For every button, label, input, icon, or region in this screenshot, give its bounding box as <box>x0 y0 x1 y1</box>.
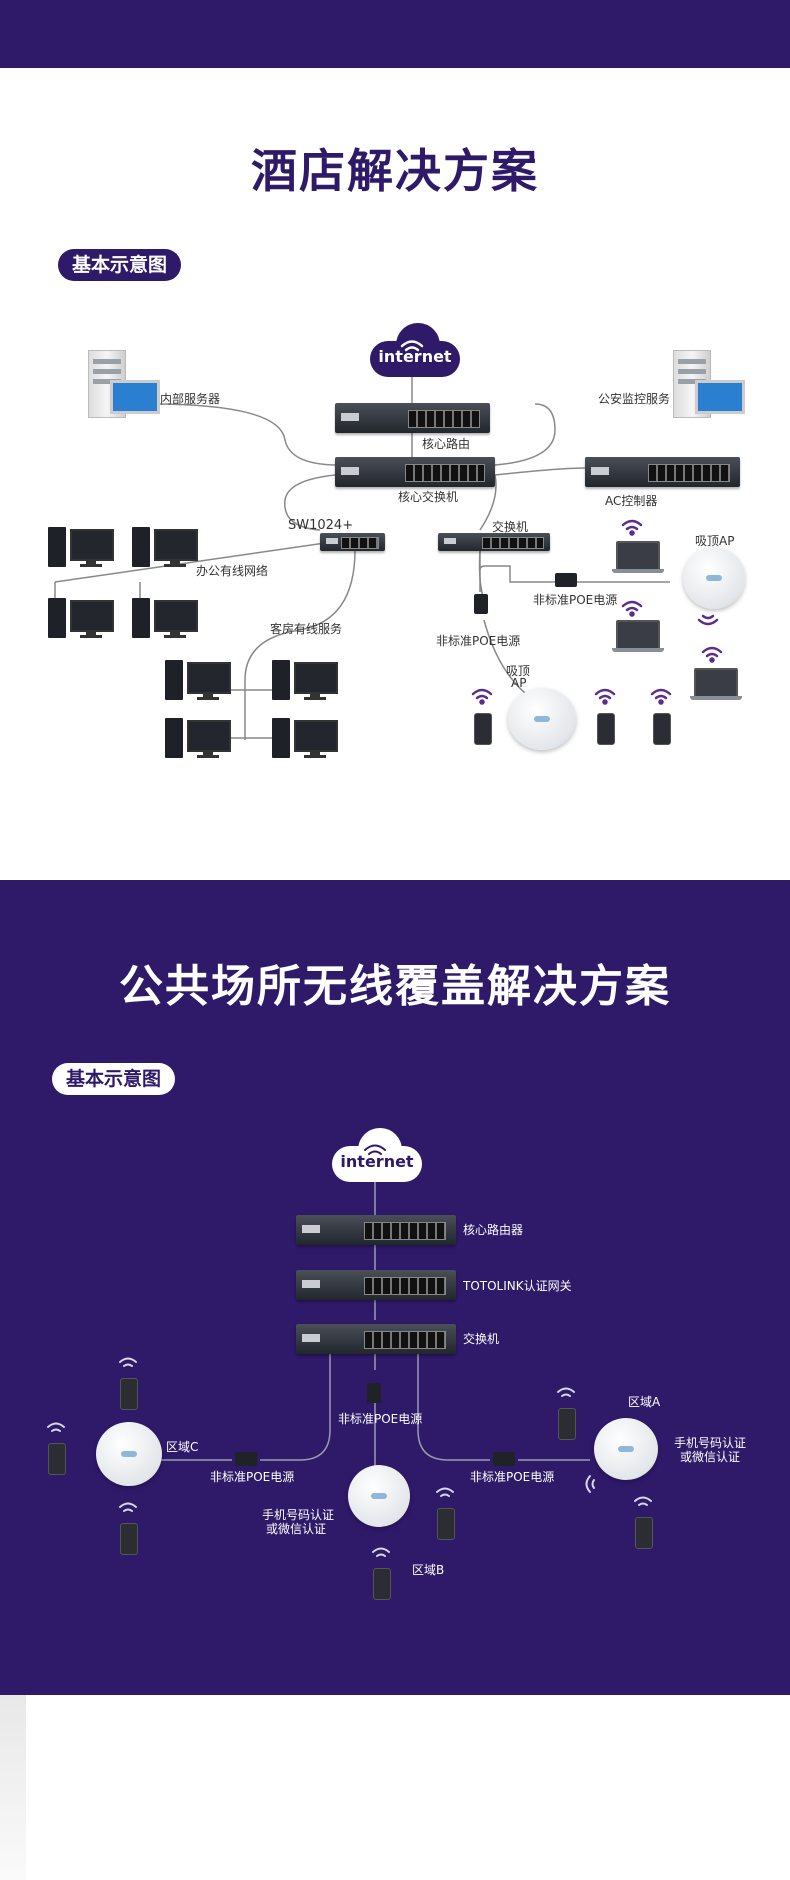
hotel-poe-left-label: 非标准POE电源 <box>436 634 521 648</box>
hotel-ceiling-ap-bottom <box>508 688 576 750</box>
public-poe-left-label: 非标准POE电源 <box>210 1470 295 1484</box>
public-phone <box>48 1443 66 1475</box>
public-ap-zone-b <box>348 1465 410 1527</box>
wifi-icon <box>701 646 723 663</box>
public-ap-zone-c <box>96 1422 162 1486</box>
hotel-switch-label: 交换机 <box>492 520 529 534</box>
public-core-router-device <box>296 1215 456 1245</box>
hotel-ceiling-ap-right-label: 吸顶AP <box>695 534 735 548</box>
public-zone-b-label: 区域B <box>412 1563 445 1577</box>
hotel-section-label: 基本示意图 <box>58 249 182 281</box>
wifi-icon <box>119 1357 137 1367</box>
hotel-ac-controller-device <box>585 457 740 487</box>
hotel-sw1024-label: SW1024+ <box>288 518 354 533</box>
public-poe-right-label: 非标准POE电源 <box>470 1470 555 1484</box>
wifi-icon <box>436 1487 454 1497</box>
public-core-router-label: 核心路由器 <box>463 1223 524 1237</box>
hotel-police-monitor-label: 公安监控服务 <box>598 392 671 406</box>
hotel-ac-controller-label: AC控制器 <box>605 494 658 508</box>
hotel-ceiling-ap-bottom-label1: 吸顶 <box>506 664 531 678</box>
public-poe-left-device <box>235 1452 257 1466</box>
hotel-poe-left-device <box>474 594 488 614</box>
bottom-edge-strip <box>0 1695 26 1880</box>
hotel-title: 酒店解决方案 <box>251 144 539 198</box>
public-section-label: 基本示意图 <box>52 1063 176 1095</box>
hotel-poe-right-label: 非标准POE电源 <box>533 593 618 607</box>
hotel-office-wired-label: 办公有线网络 <box>196 564 269 578</box>
wifi-icon <box>650 688 672 705</box>
public-phone <box>558 1408 576 1440</box>
hotel-core-switch-device <box>335 457 495 487</box>
wifi-icon <box>364 1144 386 1155</box>
public-auth-right-line1: 手机号码认证 <box>674 1436 747 1450</box>
hotel-wifi-icons <box>400 340 723 705</box>
public-switch-device <box>296 1324 456 1354</box>
top-band <box>0 0 790 68</box>
wifi-icon <box>621 600 643 617</box>
wifi-icon <box>557 1387 575 1397</box>
public-auth-center-line2: 或微信认证 <box>266 1522 327 1536</box>
hotel-ceiling-ap-right <box>683 547 745 609</box>
public-gateway-device <box>296 1270 456 1300</box>
public-zone-a-label: 区域A <box>628 1395 661 1409</box>
wifi-icon <box>400 340 424 352</box>
wifi-icon <box>372 1547 390 1557</box>
hotel-phone <box>597 713 615 745</box>
public-phone <box>635 1517 653 1549</box>
public-ap-zone-a <box>594 1418 658 1480</box>
hotel-phone <box>474 713 492 745</box>
public-phone <box>437 1508 455 1540</box>
hotel-switch-device <box>438 533 550 551</box>
public-poe-center-device <box>367 1383 381 1403</box>
hotel-internal-server-label: 内部服务器 <box>160 392 221 406</box>
public-phone <box>120 1523 138 1555</box>
public-poe-center-label: 非标准POE电源 <box>338 1412 423 1426</box>
wifi-icon <box>47 1422 65 1432</box>
public-switch-label: 交换机 <box>463 1332 500 1346</box>
hotel-ceiling-ap-bottom-label2: AP <box>511 676 527 690</box>
hotel-guest-wired-label: 客房有线服务 <box>270 622 343 636</box>
hotel-core-switch-label: 核心交换机 <box>398 490 459 504</box>
hotel-core-router-label: 核心路由 <box>422 437 471 451</box>
wifi-icon <box>119 1502 137 1512</box>
public-zone-c-label: 区域C <box>166 1440 199 1454</box>
wifi-icon <box>471 688 493 705</box>
wifi-icon <box>697 614 719 626</box>
public-poe-right-device <box>493 1452 515 1466</box>
public-phone <box>120 1378 138 1410</box>
hotel-sw1024-device <box>320 533 385 551</box>
public-internet-label: internet <box>340 1152 414 1171</box>
wifi-icon <box>634 1496 652 1506</box>
hotel-core-router-device <box>335 403 490 433</box>
public-title: 公共场所无线覆盖解决方案 <box>119 961 671 1012</box>
public-auth-center-line1: 手机号码认证 <box>262 1508 335 1522</box>
hotel-poe-right-device <box>555 573 577 587</box>
hotel-connection-lines <box>54 374 670 740</box>
public-gateway-label: TOTOLINK认证网关 <box>463 1279 572 1293</box>
wifi-icon <box>585 1475 595 1493</box>
hotel-internet-label: internet <box>378 347 452 366</box>
hotel-phone <box>653 713 671 745</box>
public-auth-right-line2: 或微信认证 <box>680 1450 741 1464</box>
wifi-icon <box>621 519 643 536</box>
wifi-icon <box>594 688 616 705</box>
public-phone <box>373 1568 391 1600</box>
